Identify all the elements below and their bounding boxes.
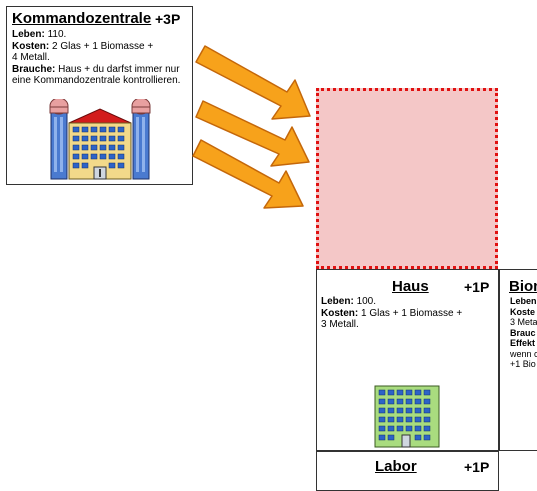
leben-label: Leben: (321, 296, 354, 307)
arrow-right-icon (195, 45, 311, 120)
house-building-icon (374, 385, 440, 448)
kosten-label: Kosten: (321, 307, 359, 319)
card-title: Bion (509, 278, 537, 295)
card-title: Kommandozentrale (12, 10, 152, 27)
line5: Effekt (510, 338, 536, 348)
arrow-right-icon (192, 139, 304, 209)
card-bio-partial[interactable]: Bion Leben Koste 3 Meta Brauc Effekt wen… (499, 269, 537, 451)
brauche-value-cont: eine Kommandozentrale kontrollieren. (12, 75, 181, 86)
kosten-value: 2 Glas + 1 Biomasse + (52, 40, 154, 52)
card-points: +1P (464, 279, 490, 295)
card-kommandozentrale[interactable]: Kommandozentrale +3P Leben: 110. Kosten:… (6, 6, 193, 185)
card-points: +1P (464, 459, 490, 475)
card-text: Leben: 100. Kosten: 1 Glas + 1 Biomasse … (321, 296, 496, 331)
arrow-right-icon (195, 100, 310, 167)
card-haus[interactable]: Haus +1P Leben: 100. Kosten: 1 Glas + 1 … (316, 269, 499, 451)
kosten-label: Kosten: (12, 40, 50, 52)
leben-value: 110. (47, 29, 67, 40)
line6: wenn c (510, 348, 537, 359)
brauche-label: Brauche: (12, 63, 56, 75)
leben-label: Leben: (12, 29, 45, 40)
kosten-value-cont: 3 Metall. (321, 319, 359, 330)
arrows-layer (192, 45, 311, 209)
brauche-value: Haus + du darfst immer nur (58, 63, 180, 75)
line4: Brauc (510, 327, 536, 338)
card-labor-partial[interactable]: Labor +1P (316, 451, 499, 491)
card-points: +3P (155, 11, 181, 27)
leben-value: 100. (356, 296, 377, 307)
line1: Leben (510, 296, 537, 306)
line7: +1 Bio (510, 359, 536, 369)
card-title: Labor (375, 458, 417, 475)
card-text: Leben: 110. Kosten: 2 Glas + 1 Biomasse … (12, 29, 190, 87)
line2: Koste (510, 306, 536, 317)
card-text: Leben Koste 3 Meta Brauc Effekt wenn c +… (510, 296, 537, 370)
kosten-value: 1 Glas + 1 Biomasse + (361, 307, 463, 319)
card-title: Haus (392, 278, 429, 295)
command-center-icon (49, 99, 151, 180)
line3: 3 Meta (510, 317, 537, 327)
drop-slot[interactable] (316, 88, 498, 269)
kosten-value-cont: 4 Metall. (12, 52, 50, 63)
